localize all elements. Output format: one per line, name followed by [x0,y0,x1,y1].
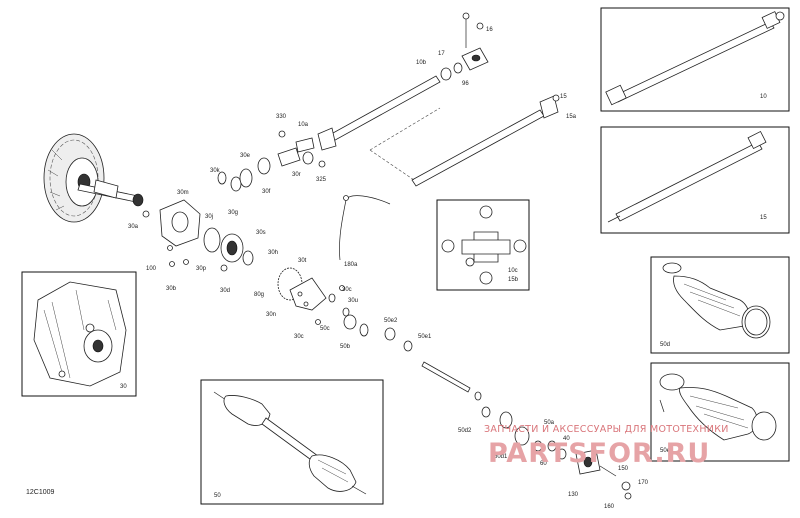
label-96: 96 [462,81,469,87]
label-30n: 30n [266,312,276,318]
inset-box-driveshaft-10 [600,7,790,112]
label-50b: 50b [340,344,351,350]
propshaft-lower [369,94,560,187]
label-50a: 50a [544,420,555,426]
label-100: 100 [146,266,157,272]
halfshaft-left [77,179,144,207]
gearcase-30-drawing [33,281,127,387]
label-40: 40 [563,436,570,442]
label-30t: 30t [298,258,307,264]
label-160: 160 [604,504,615,510]
label-16: 16 [486,27,493,33]
label-30a: 30a [128,224,139,230]
label-180a: 180a [344,262,358,268]
pinion-stack-upper [217,130,326,192]
label-15: 15 [560,94,567,100]
label-80g: 80g [254,292,264,298]
inset-box-ujoint-10c-15b [436,199,530,291]
watermark-tagline: ЗАПЧАСТИ И АКСЕССУАРЫ ДЛЯ МОТОТЕХНИКИ [484,424,729,435]
label-30-inset: 30 [120,384,127,390]
label-50-inset: 50 [214,493,221,499]
inset-box-driveshaft-15 [600,126,790,234]
label-30j: 30j [205,214,213,220]
label-17: 17 [438,51,445,57]
label-30u: 30u [348,298,358,304]
driveshaft-15-drawing [607,130,767,223]
label-30r: 30r [292,172,301,178]
label-15b: 15b [508,277,519,283]
label-30h: 30h [268,250,278,256]
label-60: 60 [540,461,547,467]
label-50e2: 50e2 [384,318,398,324]
inset-box-boot-50d [650,256,790,354]
inset-box-axle-50 [200,379,384,505]
label-170: 170 [638,480,649,486]
label-30m: 30m [177,190,189,196]
label-10b: 10b [416,60,427,66]
label-30g: 30g [228,210,238,216]
boot-50e-drawing [659,373,777,441]
label-10a: 10a [298,122,309,128]
ring-gear-assembly [203,227,254,272]
label-30p: 30p [196,266,207,272]
label-15a: 15a [566,114,577,120]
label-30c-lower: 30c [294,334,304,340]
label-50c: 50c [320,326,330,332]
label-50e1: 50e1 [418,334,432,340]
label-30c-upper: 30c [342,287,352,293]
label-15-inset: 15 [760,215,767,221]
boot-50d-drawing [662,262,771,339]
part-30a [142,210,150,218]
label-10c: 10c [508,268,518,274]
diagram-code: 12C1009 [26,489,55,496]
output-housing [277,267,413,352]
propshaft-upper [317,12,489,151]
inset-box-boot-50e [650,362,790,462]
wheel-tire-drawing [43,133,105,223]
ujoint-drawing [441,205,527,285]
label-325: 325 [316,177,327,183]
label-10-inset: 10 [760,94,767,100]
gearcase-cover [159,199,201,267]
driveshaft-10-drawing [605,11,785,106]
label-330: 330 [276,114,287,120]
label-50e-inset: 50e [660,448,671,454]
lower-axle-parts [421,361,632,500]
label-30s: 30s [256,230,266,236]
label-30f: 30f [262,189,271,195]
label-30e: 30e [240,153,251,159]
label-50d2: 50d2 [458,428,472,434]
inset-box-gearcase-30 [21,271,137,397]
label-50d-inset: 50d [660,342,670,348]
axle-50-drawing [213,391,367,495]
sensor-wire-180a [339,195,391,291]
label-150: 150 [618,466,629,472]
label-50d1: 50d1 [494,454,508,460]
label-30k: 30k [210,168,221,174]
label-130: 130 [568,492,579,498]
watermark-brand: PARTSFOR.RU [488,438,710,469]
label-30d: 30d [220,288,230,294]
label-30b: 30b [166,286,177,292]
